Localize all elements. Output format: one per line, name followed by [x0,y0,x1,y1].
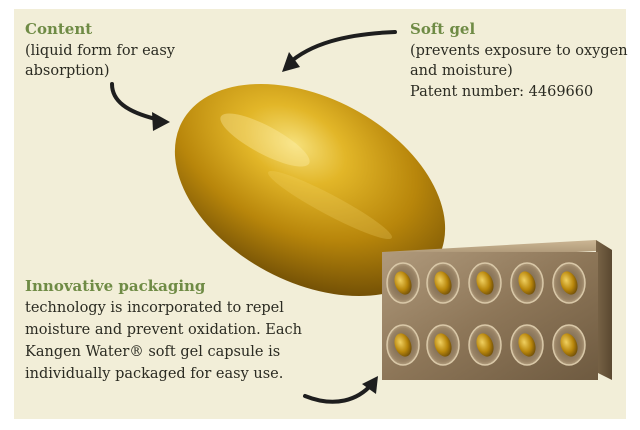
soft-gel-text-line: (prevents exposure to oxygen [410,43,628,59]
arrow-head [152,112,170,131]
soft-gel-heading: Soft gel [410,20,475,38]
packaging-text-line: individually packaged for easy use. [25,366,283,382]
patent-number-text: Patent number: 4469660 [410,84,593,100]
content-heading: Content [25,20,92,38]
content-text-line: (liquid form for easy [25,43,175,59]
curved-arrow-icon [305,384,372,402]
packaging-text-line: technology is incorporated to repel [25,300,284,316]
packaging-heading: Innovative packaging [25,277,205,295]
blister-pack-illustration [382,240,612,380]
packaging-text-line: Kangen Water® soft gel capsule is [25,344,280,360]
curved-arrow-icon [288,32,395,64]
content-text-line: absorption) [25,63,110,79]
soft-gel-text-line: and moisture) [410,63,513,79]
packaging-text-line: moisture and prevent oxidation. Each [25,322,302,338]
